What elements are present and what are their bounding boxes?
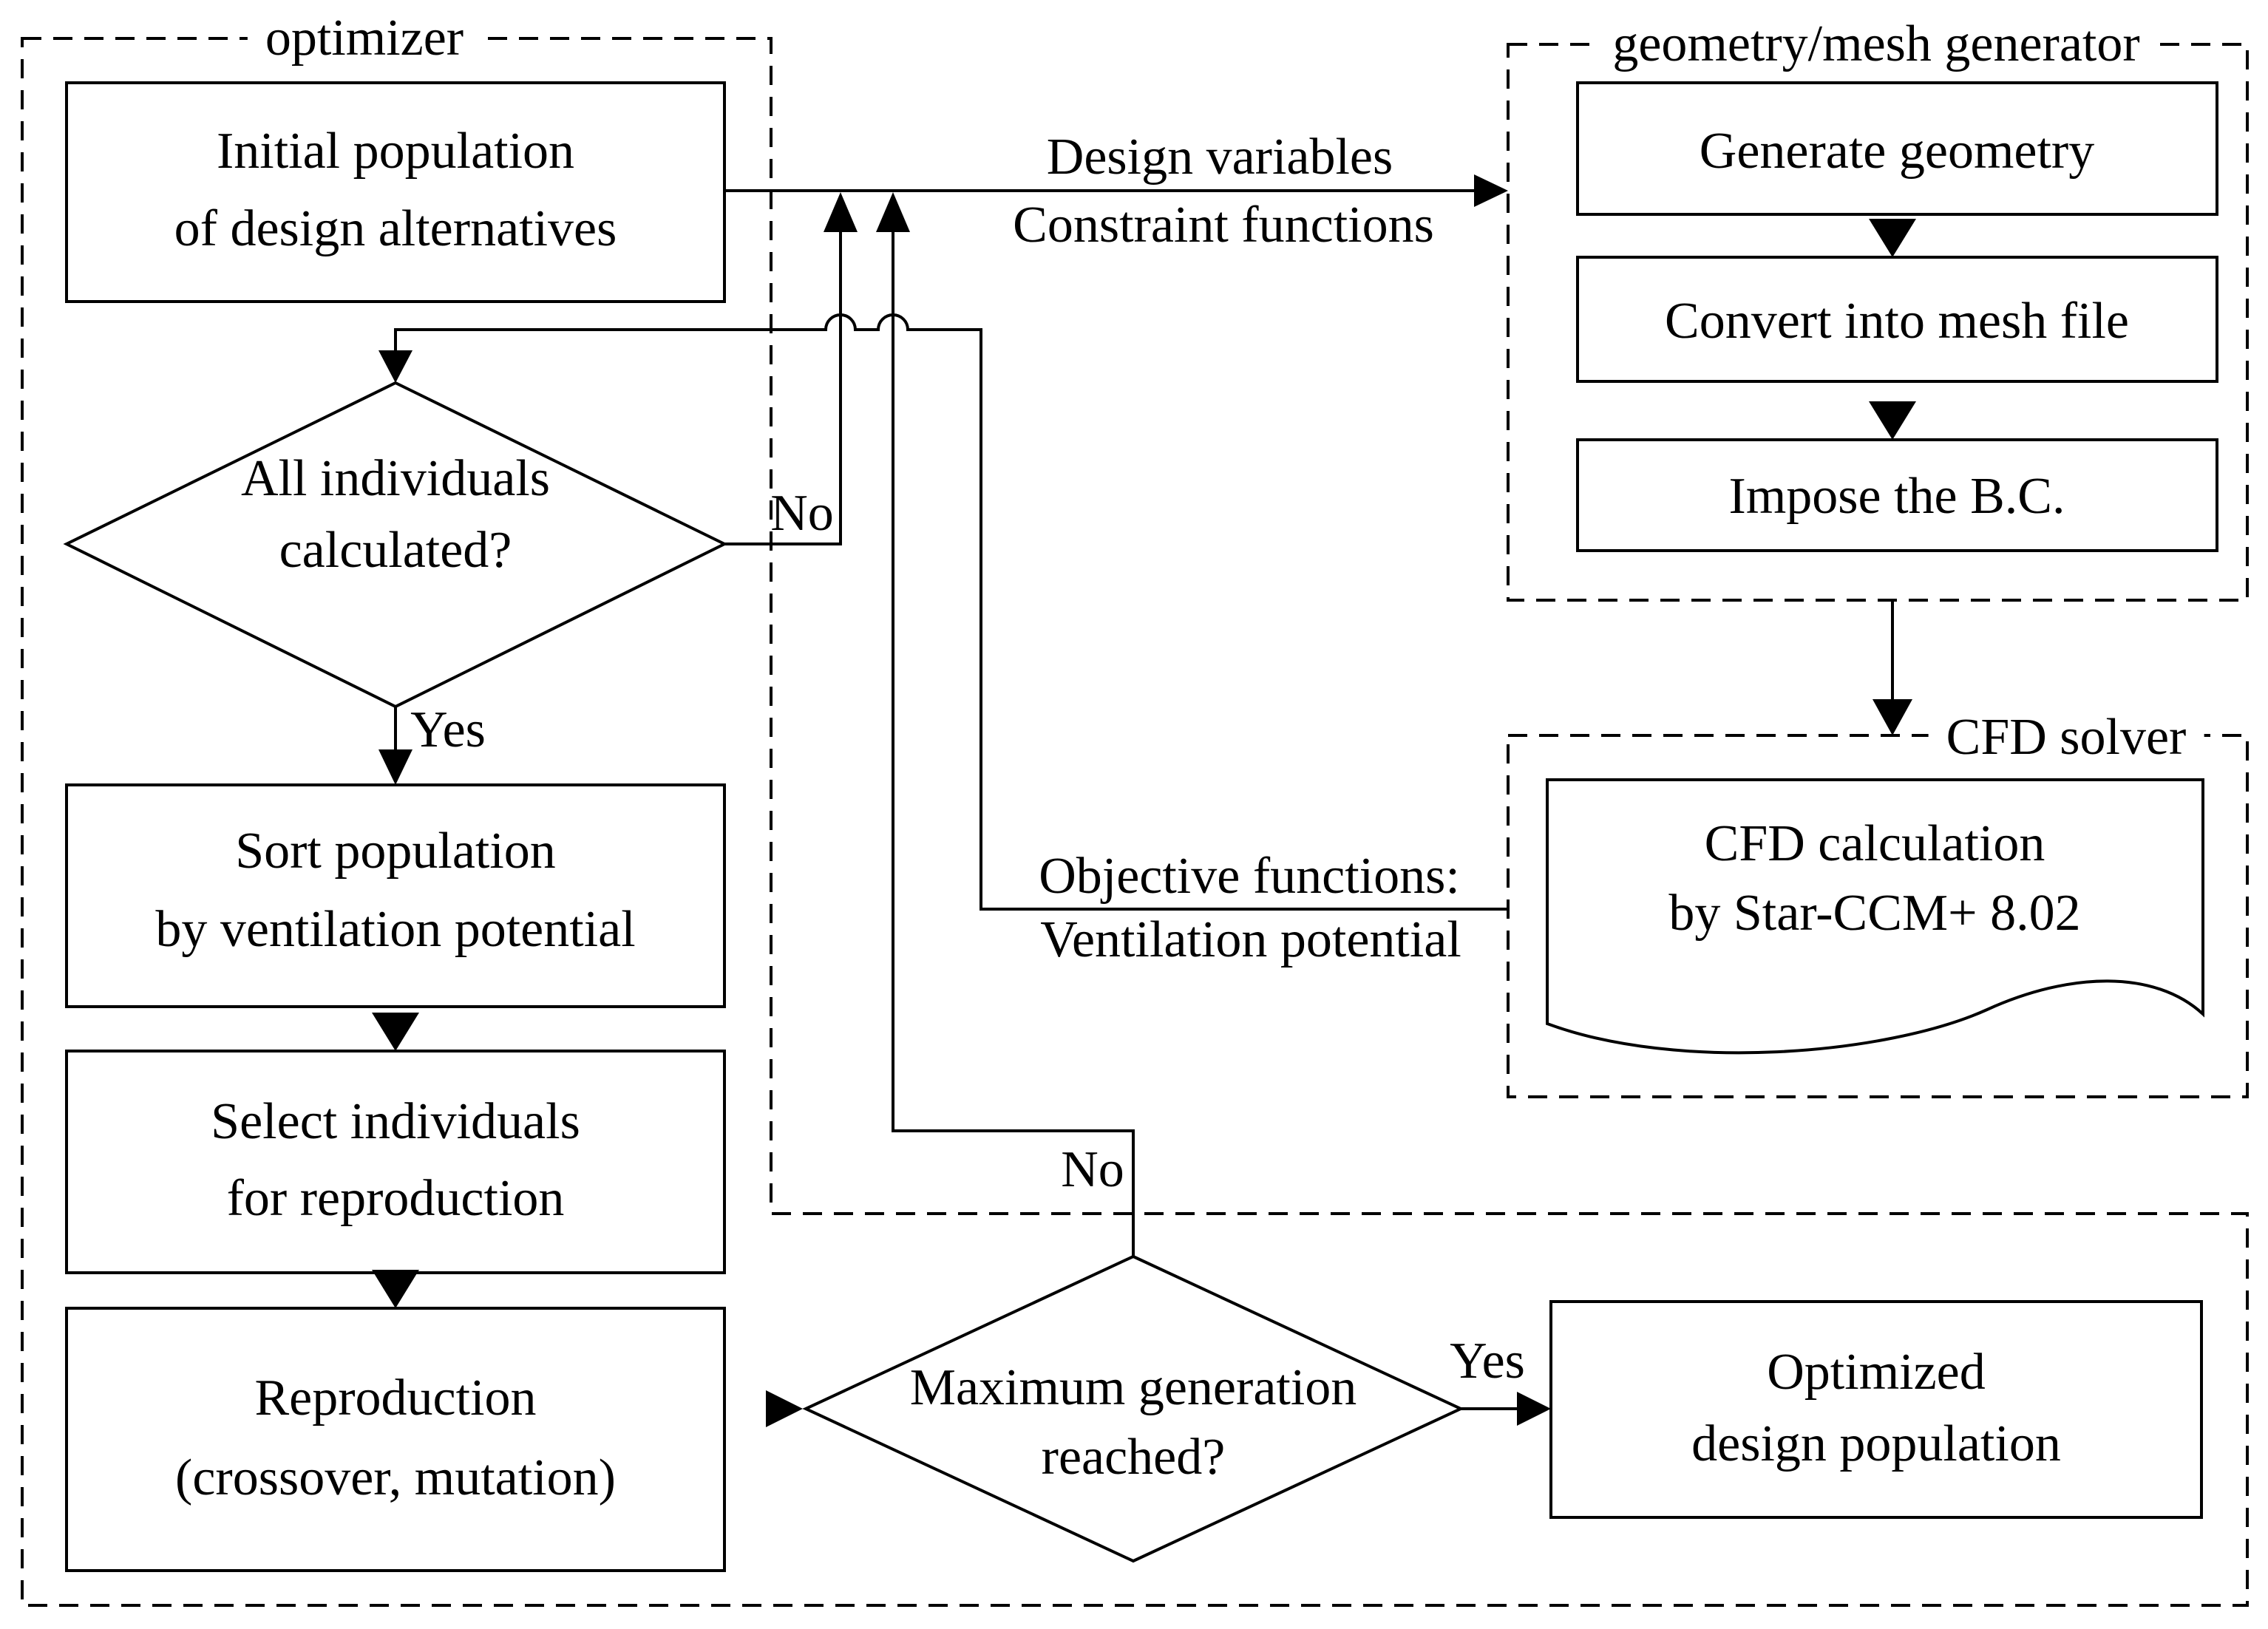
max-generation-diamond bbox=[802, 1254, 1464, 1563]
optimized-population-label-line1: Optimized bbox=[1767, 1344, 1986, 1401]
convert-mesh-box bbox=[1576, 256, 2218, 383]
all-individuals-yes-label: Yes bbox=[410, 701, 486, 758]
all-individuals-label-line2: calculated? bbox=[279, 522, 512, 579]
optimizer-group-outline bbox=[21, 37, 2249, 1607]
objective-functions-label-line1: Objective functions: bbox=[1039, 848, 1460, 905]
max-generation-no-edge bbox=[892, 232, 1135, 1256]
all-individuals-yes-arrowhead bbox=[378, 749, 412, 785]
cfd-calculation-document bbox=[1546, 778, 2204, 1055]
sort-population-box bbox=[65, 783, 726, 1008]
select-individuals-label-line1: Select individuals bbox=[211, 1093, 580, 1150]
design-variables-arrowhead bbox=[1474, 174, 1508, 207]
optimizer-group-label: optimizer bbox=[247, 13, 482, 64]
cfd-group-label: CFD solver bbox=[1928, 712, 2204, 764]
impose-bc-box bbox=[1576, 438, 2218, 552]
select-individuals-label-line2: for reproduction bbox=[226, 1170, 565, 1227]
reproduction-label-line1: Reproduction bbox=[254, 1370, 537, 1426]
reproduction-box bbox=[65, 1307, 726, 1572]
max-generation-yes-arrowhead bbox=[1517, 1392, 1551, 1426]
convert-mesh-label: Convert into mesh file bbox=[1665, 293, 2129, 350]
optimized-population-box bbox=[1549, 1300, 2203, 1519]
geometry-to-cfd-arrowhead bbox=[1873, 699, 1912, 735]
initial-population-label-line2: of design alternatives bbox=[174, 200, 617, 257]
sort-population-label-line1: Sort population bbox=[235, 823, 556, 880]
reproduction-label-line2: (crossover, mutation) bbox=[175, 1449, 616, 1506]
geometry-group-label: geometry/mesh generator bbox=[1595, 18, 2158, 70]
cfd-calculation-label-line1: CFD calculation bbox=[1704, 815, 2045, 872]
initial-population-label-line1: Initial population bbox=[216, 123, 575, 180]
sort-population-label-line2: by ventilation potential bbox=[155, 901, 636, 958]
generate-geometry-label: Generate geometry bbox=[1699, 123, 2095, 180]
select-to-reproduction-arrowhead bbox=[372, 1270, 419, 1308]
generate-geometry-box bbox=[1576, 81, 2218, 216]
all-individuals-in-arrowhead bbox=[378, 350, 412, 383]
max-generation-label-line1: Maximum generation bbox=[909, 1359, 1357, 1416]
select-individuals-box bbox=[65, 1050, 726, 1274]
design-variables-label-line1: Design variables bbox=[1046, 129, 1393, 186]
sort-to-select-arrowhead bbox=[372, 1013, 419, 1051]
cfd-calculation-label-line2: by Star-CCM+ 8.02 bbox=[1668, 885, 2081, 942]
max-generation-label-line2: reached? bbox=[1041, 1429, 1226, 1486]
all-individuals-no-label: No bbox=[770, 485, 834, 542]
objective-functions-label-line2: Ventilation potential bbox=[1040, 911, 1461, 968]
all-individuals-label-line1: All individuals bbox=[240, 450, 551, 507]
all-individuals-no-edge bbox=[724, 232, 842, 545]
all-individuals-no-arrowhead bbox=[824, 192, 858, 232]
reproduction-to-diamond-arrowhead bbox=[766, 1390, 803, 1427]
geometry-group-outline bbox=[1507, 43, 2249, 602]
optimized-population-label-line2: design population bbox=[1691, 1415, 2061, 1472]
max-generation-no-label: No bbox=[1061, 1141, 1124, 1198]
mesh-to-bc-arrowhead bbox=[1869, 401, 1916, 440]
impose-bc-label: Impose the B.C. bbox=[1728, 468, 2065, 525]
geometry-to-mesh-arrowhead bbox=[1869, 219, 1916, 257]
initial-population-box bbox=[65, 81, 726, 303]
max-generation-yes-label: Yes bbox=[1450, 1333, 1525, 1390]
design-variables-label-line2: Constraint functions bbox=[1013, 197, 1434, 254]
cfd-group-outline bbox=[1507, 734, 2249, 1098]
objective-feedback-edge bbox=[394, 313, 1508, 911]
max-generation-no-arrowhead bbox=[876, 192, 910, 232]
